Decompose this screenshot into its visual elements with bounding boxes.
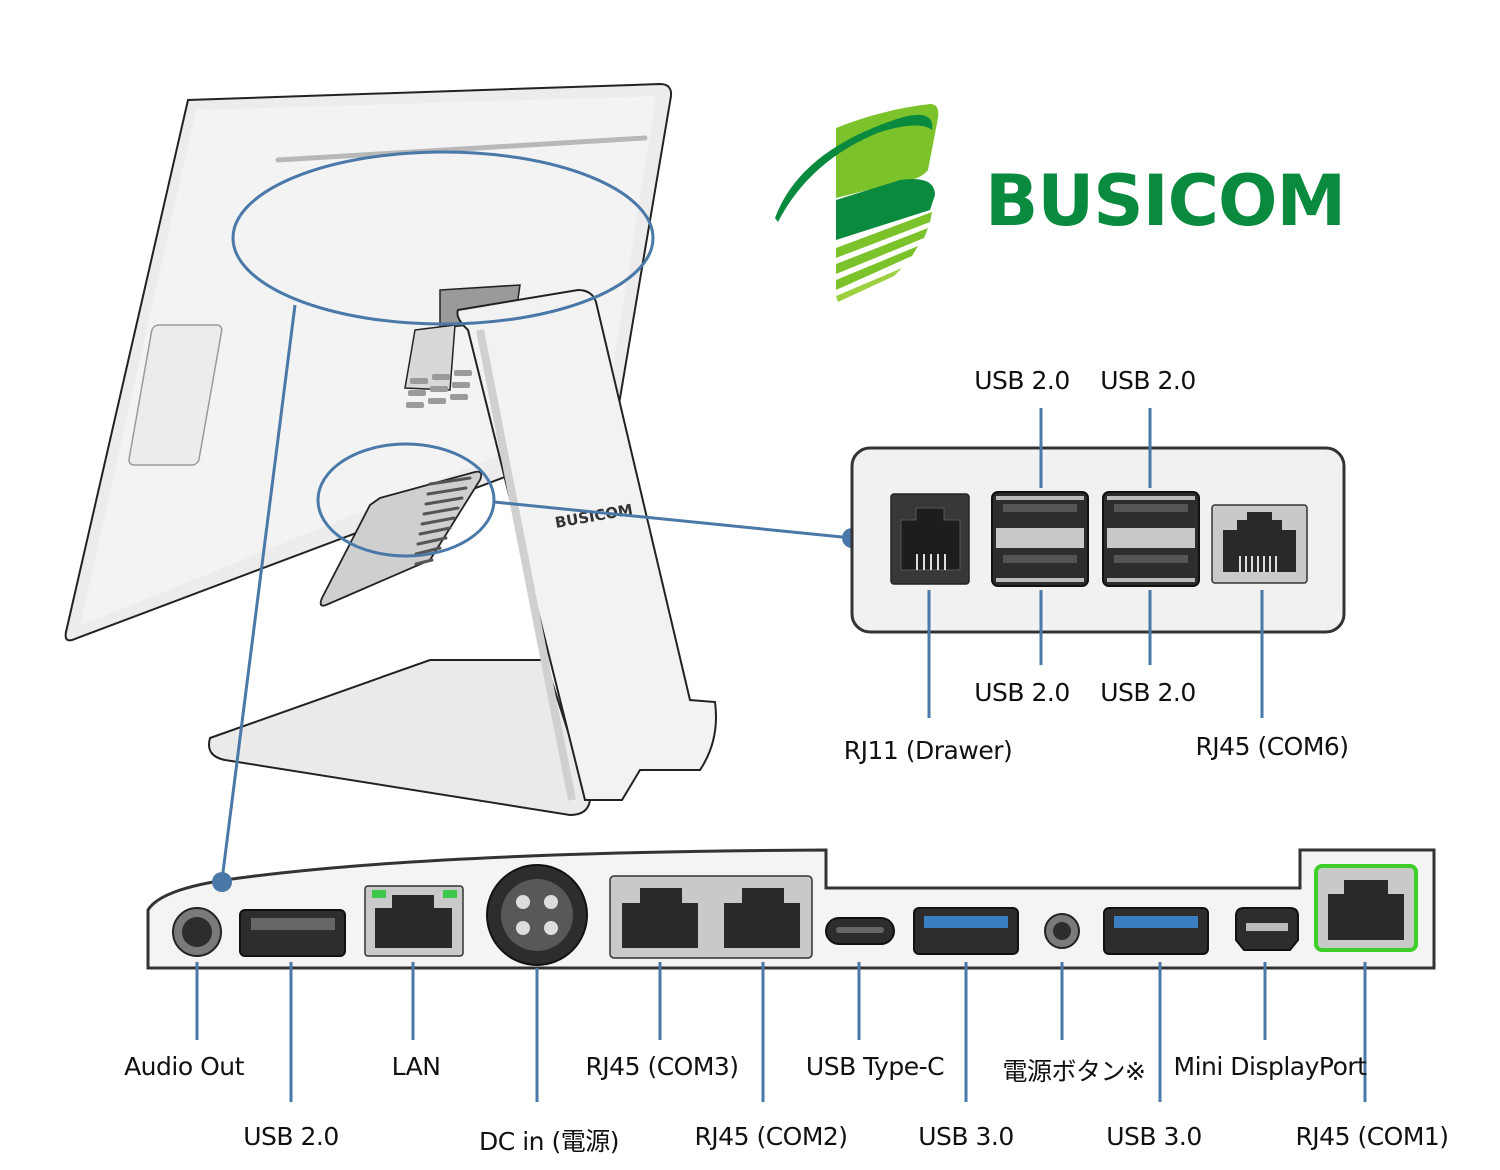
monitor-illustration: BUSICOM	[64, 82, 717, 817]
bottom-port-panel	[146, 848, 1436, 1102]
usb2-dual-port-2[interactable]	[1102, 491, 1200, 587]
usb2-port[interactable]	[239, 909, 346, 957]
vent-grille	[406, 370, 472, 408]
label-plate	[128, 324, 223, 466]
label-usb-type-c: USB Type-C	[805, 1052, 945, 1081]
power-button[interactable]	[1044, 913, 1080, 949]
rj45-com6-port[interactable]	[1211, 504, 1308, 584]
label-power-button: 電源ボタン※	[1002, 1057, 1146, 1086]
callout-ellipse-top	[231, 150, 655, 326]
label-rj11: RJ11 (Drawer)	[843, 736, 1013, 765]
usb3-port-1[interactable]	[913, 907, 1019, 955]
callout-ellipse-side	[316, 442, 496, 558]
busicom-logo-mark	[775, 104, 939, 302]
dc-in-port[interactable]	[486, 864, 588, 966]
side-port-panel	[850, 408, 1346, 718]
mini-displayport[interactable]	[1235, 907, 1299, 951]
label-rj45-com3: RJ45 (COM3)	[585, 1052, 739, 1081]
label-audio-out: Audio Out	[124, 1052, 244, 1081]
label-rj45-com1: RJ45 (COM1)	[1295, 1122, 1449, 1151]
audio-jack[interactable]	[172, 907, 222, 957]
rj45-com2-port[interactable]	[724, 888, 800, 948]
rj45-com1-port[interactable]	[1314, 864, 1418, 952]
label-usb2-top-1: USB 2.0	[974, 366, 1070, 395]
label-usb3-1: USB 3.0	[918, 1122, 1014, 1151]
usb-c-port[interactable]	[825, 917, 895, 945]
brand-name: BUSICOM	[985, 160, 1346, 242]
lan-port[interactable]	[364, 885, 464, 957]
rj45-com3-port[interactable]	[622, 888, 698, 948]
label-mini-displayport: Mini DisplayPort	[1173, 1052, 1367, 1081]
label-usb2-bottom-1: USB 2.0	[974, 678, 1070, 707]
label-usb3-2: USB 3.0	[1106, 1122, 1202, 1151]
label-usb2-bottom-2: USB 2.0	[1100, 678, 1196, 707]
usb2-dual-port-1[interactable]	[991, 491, 1089, 587]
callout-dot-bottom	[212, 872, 232, 892]
label-rj45-com6: RJ45 (COM6)	[1195, 732, 1349, 761]
usb3-port-2[interactable]	[1103, 907, 1209, 955]
callout-lines	[220, 150, 853, 881]
label-usb2-top-2: USB 2.0	[1100, 366, 1196, 395]
label-rj45-com2: RJ45 (COM2)	[694, 1122, 848, 1151]
label-usb2: USB 2.0	[243, 1122, 339, 1151]
side-port-recess	[319, 470, 483, 607]
label-lan: LAN	[391, 1052, 441, 1081]
stand-base	[208, 659, 592, 817]
rj11-port[interactable]	[890, 493, 970, 585]
label-dc-in: DC in (電源)	[479, 1127, 619, 1156]
